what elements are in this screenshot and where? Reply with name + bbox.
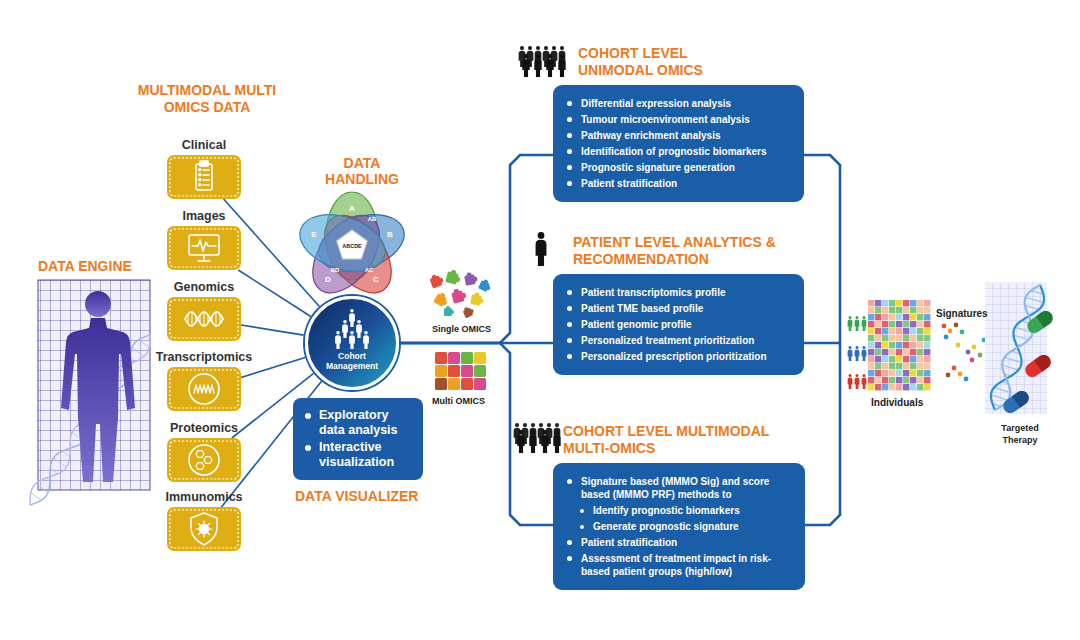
modality-icon bbox=[167, 438, 241, 482]
visualizer-box: Exploratory data analysisInteractive vis… bbox=[293, 398, 423, 480]
modality-icon bbox=[167, 155, 241, 199]
section-title: DATA HANDLING bbox=[317, 155, 407, 187]
dna-therapy-illustration bbox=[985, 282, 1055, 416]
bullet-item: Generate prognostic signature bbox=[565, 520, 797, 533]
panel-heading: COHORT LEVEL MULTIMODAL MULTI-OMICS bbox=[563, 423, 803, 457]
venn-diagram bbox=[293, 192, 412, 305]
connector bbox=[238, 270, 310, 317]
bullet-item: Patient genomic profile bbox=[565, 318, 796, 331]
venn-label: ABCDE bbox=[342, 243, 362, 249]
multiomics-panel: COHORT LEVEL MULTIMODAL MULTI-OMICSSigna… bbox=[553, 463, 805, 590]
modality-label: Genomics bbox=[174, 280, 234, 294]
bullet-item: Patient stratification bbox=[565, 177, 796, 190]
icon-caption: Individuals bbox=[871, 397, 923, 408]
bracket bbox=[804, 342, 840, 345]
icon-caption: Multi OMICS bbox=[432, 396, 485, 406]
transcriptomics-box: Transcriptomics bbox=[167, 367, 241, 411]
connector bbox=[241, 325, 304, 335]
bullet-item: Signature based (MMMO Sig) and score bas… bbox=[565, 475, 797, 501]
puzzle-grid-icon bbox=[435, 352, 486, 390]
human-figure bbox=[30, 280, 150, 505]
bullet-item: Exploratory data analysis bbox=[303, 408, 415, 438]
section-title: DATA ENGINE bbox=[38, 258, 132, 274]
bullet-item: Personalized prescription prioritization bbox=[565, 350, 796, 363]
modality-label: Images bbox=[182, 209, 225, 223]
puzzle-icon bbox=[429, 269, 493, 319]
section-title: MULTIMODAL MULTI OMICS DATA bbox=[135, 82, 280, 116]
heatmap bbox=[868, 300, 930, 390]
patient-panel: PATIENT LEVEL ANALYTICS & RECOMMENDATION… bbox=[553, 274, 804, 375]
modality-icon bbox=[167, 226, 241, 270]
venn-label: E bbox=[311, 230, 316, 239]
bullet-item: Tumour microenvironment analysis bbox=[565, 113, 796, 126]
bullet-item: Pathway enrichment analysis bbox=[565, 129, 796, 142]
modality-label: Proteomics bbox=[170, 421, 238, 435]
genomics-box: Genomics bbox=[167, 297, 241, 341]
modality-icon bbox=[167, 507, 241, 551]
immunomics-box: Immunomics bbox=[167, 507, 241, 551]
cohort-circle: Cohort Management bbox=[305, 296, 399, 390]
images-box: Images bbox=[167, 226, 241, 270]
venn-label: A bbox=[349, 204, 355, 213]
bullet-item: Personalized treatment prioritization bbox=[565, 334, 796, 347]
venn-label: B bbox=[387, 230, 393, 239]
icon-caption: Signatures bbox=[936, 308, 988, 319]
modality-icon bbox=[167, 297, 241, 341]
bullet-item: Identify prognostic biomarkers bbox=[565, 504, 797, 517]
bullet-item: Identification of prognostic biomarkers bbox=[565, 145, 796, 158]
venn-label: AC bbox=[365, 267, 374, 273]
bullet-item: Patient transcriptomics profile bbox=[565, 286, 796, 299]
bullet-item: Interactive visualization bbox=[303, 440, 415, 470]
modality-label: Clinical bbox=[182, 138, 226, 152]
bracket bbox=[804, 155, 840, 525]
bullet-item: Differential expression analysis bbox=[565, 97, 796, 110]
clinical-box: Clinical bbox=[167, 155, 241, 199]
circle-label: Cohort Management bbox=[317, 351, 387, 371]
panel-heading: COHORT LEVEL UNIMODAL OMICS bbox=[578, 45, 738, 79]
venn-label: D bbox=[325, 275, 331, 284]
icon-caption: Targeted Therapy bbox=[988, 422, 1052, 446]
unimodal-panel: COHORT LEVEL UNIMODAL OMICSDifferential … bbox=[553, 85, 804, 202]
venn-label: C bbox=[373, 275, 379, 284]
connector bbox=[400, 155, 553, 343]
cohort-icon bbox=[308, 299, 396, 387]
bullet-item: Patient TME based profile bbox=[565, 302, 796, 315]
icon-caption: Single OMICS bbox=[432, 324, 491, 334]
proteomics-box: Proteomics bbox=[167, 438, 241, 482]
modality-icon bbox=[167, 367, 241, 411]
panel-heading: PATIENT LEVEL ANALYTICS & RECOMMENDATION bbox=[573, 234, 813, 268]
bullet-item: Prognostic signature generation bbox=[565, 161, 796, 174]
modality-label: Immunomics bbox=[165, 490, 242, 504]
section-title: DATA VISUALIZER bbox=[295, 488, 418, 504]
venn-label: AB bbox=[368, 216, 377, 222]
venn-label: BD bbox=[331, 267, 340, 273]
modality-label: Transcriptomics bbox=[156, 350, 253, 364]
signature-dots bbox=[942, 323, 991, 382]
bullet-item: Assessment of treatment impact in risk-b… bbox=[565, 552, 797, 578]
bullet-item: Patient stratification bbox=[565, 536, 797, 549]
